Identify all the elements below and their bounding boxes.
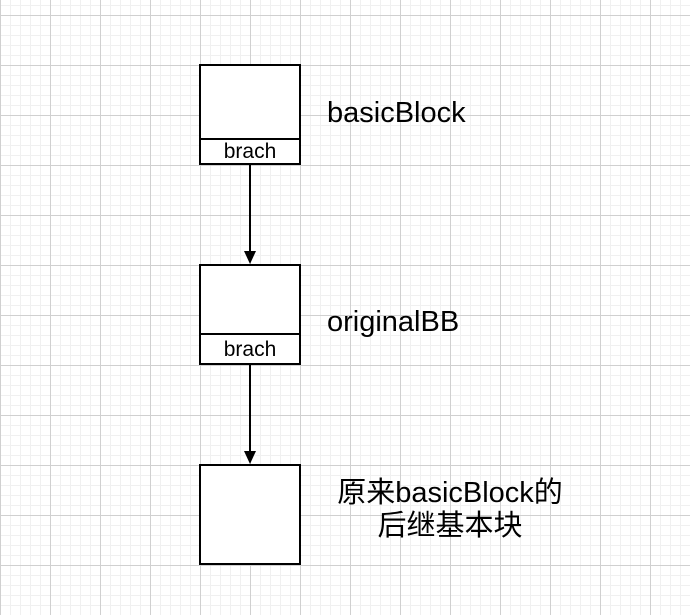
node-originalbb-port[interactable]: brach — [201, 333, 299, 363]
node-originalbb-body — [201, 266, 299, 333]
label-successor-line2: 后继基本块 — [377, 510, 523, 542]
node-basicblock-body — [201, 66, 299, 138]
node-originalbb-port-label: brach — [223, 337, 277, 361]
node-basicblock-port[interactable]: brach — [201, 138, 299, 163]
arrowhead-down-icon — [244, 251, 256, 264]
arrowhead-down-icon — [244, 451, 256, 464]
edge-line — [249, 365, 251, 452]
label-basicblock[interactable]: basicBlock — [327, 97, 466, 129]
node-basicblock-port-label: brach — [223, 140, 277, 163]
node-successor-body — [201, 466, 299, 563]
label-successor[interactable]: 原来basicBlock的 后继基本块 — [320, 477, 580, 543]
label-originalbb[interactable]: originalBB — [327, 306, 460, 338]
label-successor-line1: 原来basicBlock的 — [337, 477, 563, 509]
edge-originalbb-to-successor[interactable] — [238, 365, 262, 464]
edge-line — [249, 165, 251, 252]
node-originalbb[interactable]: brach — [199, 264, 301, 365]
node-successor[interactable] — [199, 464, 301, 565]
edge-basicblock-to-originalbb[interactable] — [238, 165, 262, 264]
node-basicblock[interactable]: brach — [199, 64, 301, 165]
